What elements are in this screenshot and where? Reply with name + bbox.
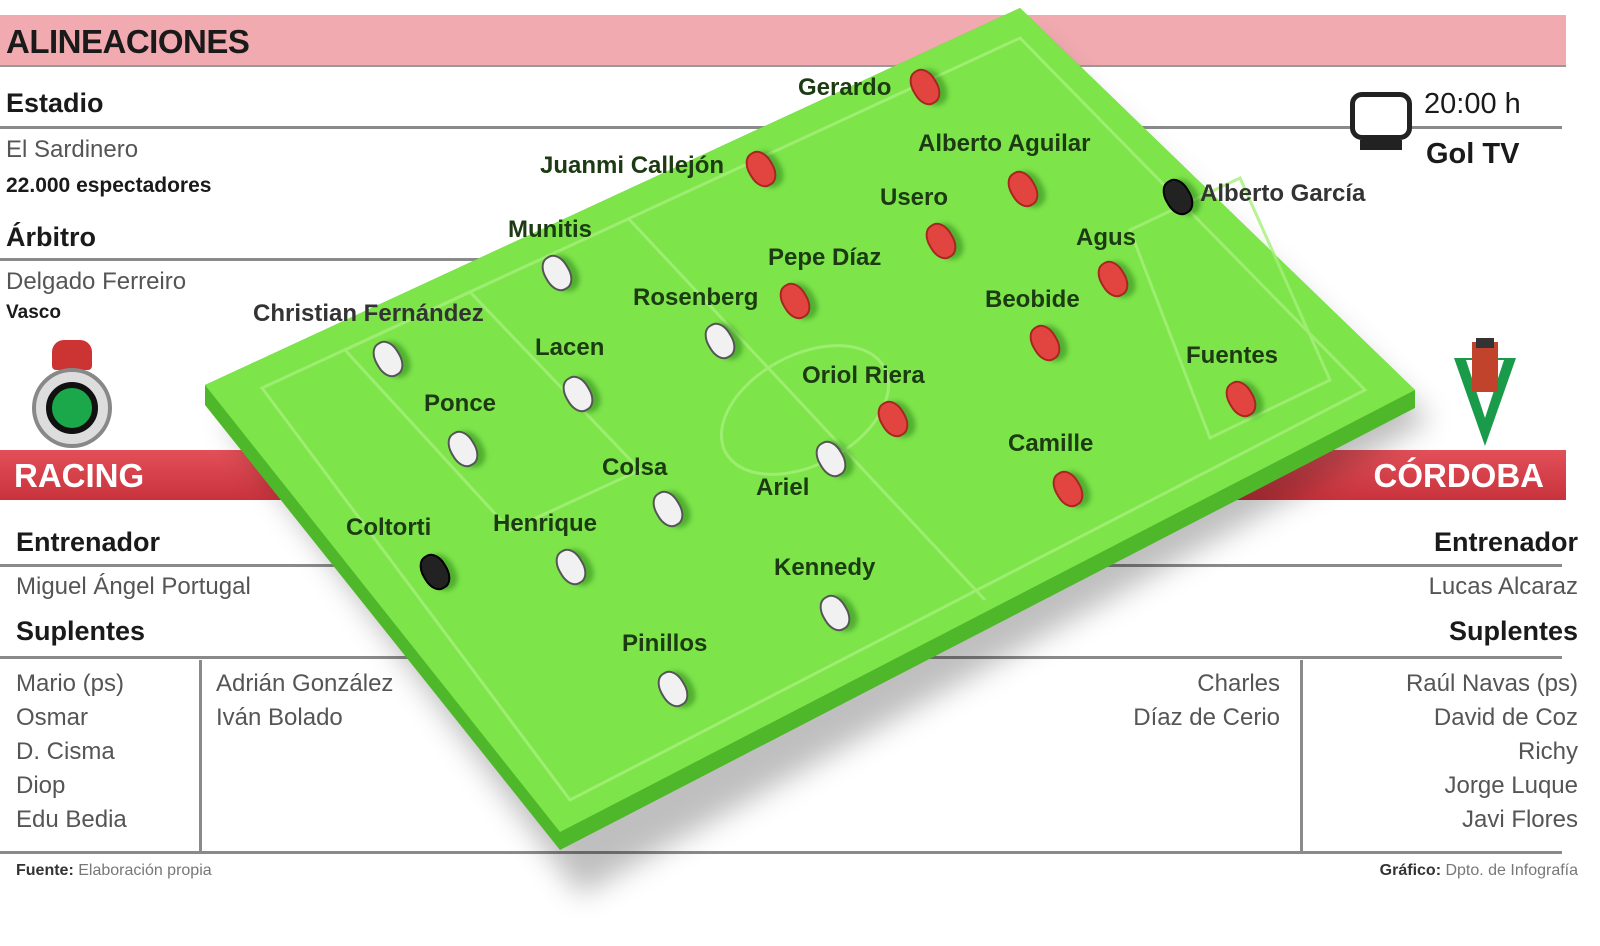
stadium-label: Estadio	[6, 88, 104, 118]
sub-player: Edu Bedia	[16, 806, 127, 833]
player-name: Kennedy	[774, 554, 876, 581]
player-name: Rosenberg	[633, 284, 759, 311]
sub-player: Jorge Luque	[1444, 772, 1578, 799]
player-name: Pepe Díaz	[768, 244, 882, 271]
sub-player: David de Coz	[1433, 704, 1578, 731]
divider	[0, 258, 600, 261]
home-coach-label: Entrenador	[16, 527, 161, 557]
graphic-credit: Gráfico: Dpto. de Infografía	[1380, 862, 1578, 880]
sub-player: Mario (ps)	[16, 670, 125, 697]
away-team-name: CÓRDOBA	[1373, 457, 1545, 494]
player-name: Alberto Aguilar	[918, 130, 1091, 157]
player-name: Colsa	[602, 454, 668, 481]
referee-region: Vasco	[6, 302, 61, 323]
kickoff-time: 20:00 h	[1424, 88, 1521, 120]
page-title: ALINEACIONES	[6, 23, 250, 60]
player-name: Ponce	[424, 390, 497, 417]
player-name: Beobide	[985, 286, 1080, 313]
home-subs-label: Suplentes	[16, 616, 146, 646]
sub-player: D. Cisma	[16, 738, 115, 765]
divider	[0, 851, 1562, 854]
title-bar: ALINEACIONES	[0, 15, 1566, 67]
divider	[199, 660, 202, 852]
sub-player: Javi Flores	[1461, 806, 1578, 833]
player-name: Coltorti	[346, 514, 432, 541]
player-name: Gerardo	[798, 74, 892, 101]
tv-stand	[1360, 140, 1402, 150]
home-team-name: RACING	[14, 457, 145, 494]
player-name: Usero	[880, 184, 949, 211]
player-name: Fuentes	[1186, 342, 1279, 369]
tv-channel: Gol TV	[1426, 138, 1520, 170]
player-name: Ariel	[756, 474, 810, 501]
tv-icon	[1350, 92, 1412, 140]
player-name: Oriol Riera	[802, 362, 925, 389]
graphic-label: Gráfico:	[1379, 862, 1442, 879]
referee-name: Delgado Ferreiro	[6, 268, 187, 295]
sub-player: Charles	[1197, 670, 1280, 697]
sub-player: Iván Bolado	[216, 704, 343, 731]
player-name: Pinillos	[622, 630, 708, 657]
player-name: Lacen	[535, 334, 605, 361]
home-coach: Miguel Ángel Portugal	[16, 573, 251, 600]
source-label: Fuente:	[16, 862, 74, 879]
source-text: Elaboración propia	[78, 862, 212, 879]
player-name: Henrique	[493, 510, 598, 537]
away-subs-label: Suplentes	[1448, 616, 1578, 646]
sub-player: Adrián González	[216, 670, 394, 697]
sub-player: Richy	[1517, 738, 1578, 765]
player-name: Agus	[1076, 224, 1136, 251]
attendance: 22.000 espectadores	[6, 174, 212, 197]
away-coach: Lucas Alcaraz	[1428, 573, 1578, 600]
referee-label: Árbitro	[6, 222, 96, 252]
stadium-name: El Sardinero	[6, 136, 139, 163]
sub-player: Díaz de Cerio	[1133, 704, 1280, 731]
player-name: Juanmi Callejón	[540, 152, 725, 179]
sub-player: Osmar	[16, 704, 88, 731]
player-name: Camille	[1008, 430, 1094, 457]
player-name: Munitis	[508, 216, 592, 243]
away-coach-label: Entrenador	[1433, 527, 1578, 557]
divider	[1300, 660, 1303, 852]
sub-player: Raúl Navas (ps)	[1405, 670, 1578, 697]
source-credit: Fuente: Elaboración propia	[16, 862, 212, 880]
cordoba-crest-icon	[1452, 338, 1518, 448]
player-name: Alberto García	[1200, 180, 1366, 207]
player-name: Christian Fernández	[253, 300, 484, 327]
racing-crest-icon	[30, 340, 114, 450]
graphic-text: Dpto. de Infografía	[1445, 862, 1578, 879]
sub-player: Diop	[16, 772, 66, 799]
